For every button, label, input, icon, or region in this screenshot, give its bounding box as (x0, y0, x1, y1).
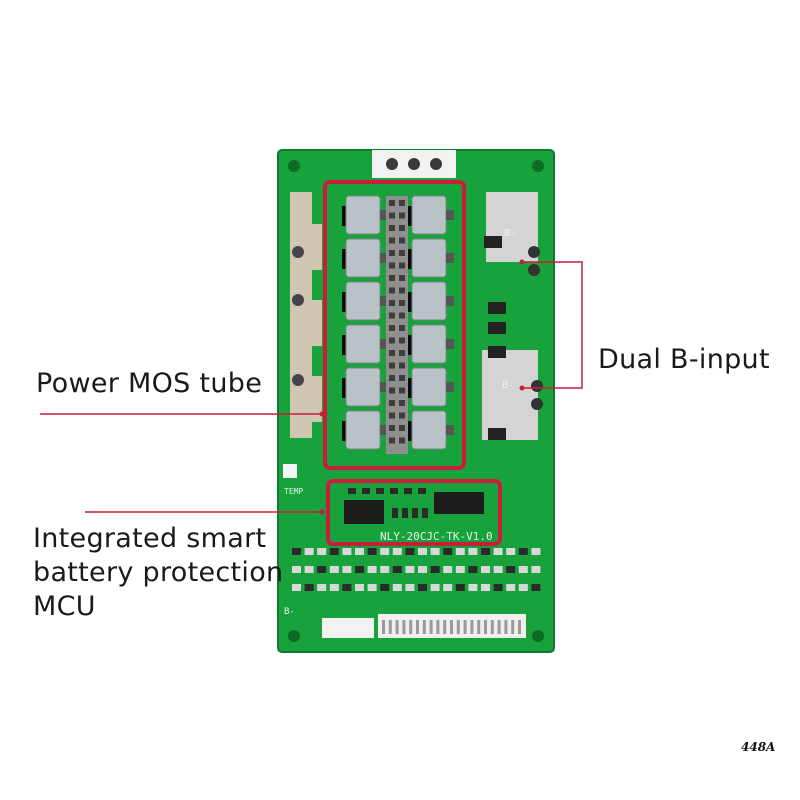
mosfet (411, 410, 447, 450)
smd-component (488, 428, 506, 440)
temp-connector (283, 464, 297, 478)
mosfet (411, 195, 447, 235)
p-terminal-label: P- (410, 170, 422, 181)
model-label: NLY-20CJC-TK-V1.0 (380, 530, 493, 543)
mcu-highlight-box (326, 479, 502, 546)
mount-hole (288, 630, 300, 642)
b-label-bottom: B- (284, 607, 295, 617)
mosfet (411, 238, 447, 278)
mcu-chip (344, 500, 384, 524)
smd-component (488, 346, 506, 358)
mcu-callout-line-1: Integrated smart (33, 523, 267, 554)
mosfet (345, 410, 381, 450)
smd-component (488, 322, 506, 334)
mcu-callout-line-2: battery protection (33, 557, 284, 588)
smd-component (488, 302, 506, 314)
mosfet (345, 281, 381, 321)
b-label-mid: B- (502, 380, 514, 391)
product-code: 448A (741, 740, 776, 754)
mosfet (411, 281, 447, 321)
mcu-callout-line-3: MCU (33, 591, 96, 622)
bottom-connector-small (322, 618, 374, 638)
mount-hole (532, 160, 544, 172)
mos-array (342, 195, 454, 450)
dual-input-callout-label: Dual B-input (598, 344, 770, 375)
mos-highlight-box (323, 180, 466, 470)
dual-leader-line (522, 261, 583, 389)
mcu-callout-label: Integrated smart battery protection MCU (33, 522, 313, 624)
mosfet (411, 367, 447, 407)
mosfet (345, 324, 381, 364)
mosfet (345, 238, 381, 278)
temp-label: TEMP (284, 487, 303, 496)
mosfet (345, 367, 381, 407)
mount-hole (288, 160, 300, 172)
mosfet (345, 195, 381, 235)
mount-hole (532, 630, 544, 642)
b-label-top: B- (504, 228, 516, 239)
afe-chip (434, 492, 484, 514)
balance-resistors (292, 548, 541, 591)
mosfet (411, 324, 447, 364)
mos-callout-label: Power MOS tube (36, 368, 263, 399)
smd-component (484, 236, 502, 248)
b-plate-mid (482, 350, 538, 440)
